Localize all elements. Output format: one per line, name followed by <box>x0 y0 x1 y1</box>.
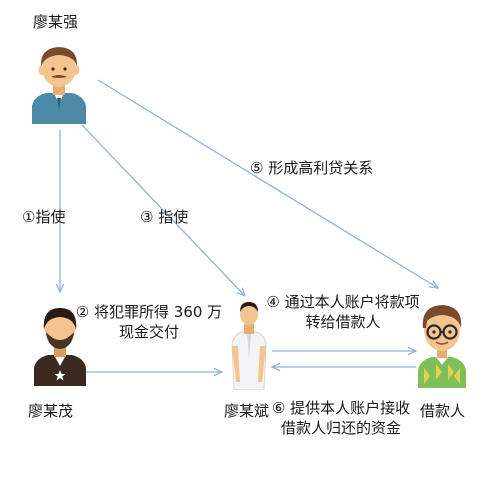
man-with-mustache-icon <box>32 47 86 124</box>
edge-2-label-line1: ② 将犯罪所得 360 万 <box>75 303 223 321</box>
edge-5-label: ⑤ 形成高利贷关系 <box>250 159 374 177</box>
man-with-glasses-icon <box>418 305 466 388</box>
edge-2-label: ② 将犯罪所得 360 万 现金交付 <box>64 302 234 342</box>
edge-5-arrow <box>97 79 438 288</box>
edge-4-label-line2: 转给借款人 <box>305 313 381 331</box>
man-silhouette-icon <box>34 308 86 386</box>
node-name-liao-moubin: 廖某斌 <box>224 402 270 420</box>
edge-4-label-line1: ④ 通过本人账户将款项 <box>266 293 420 311</box>
edge-3-arrow <box>81 124 245 296</box>
edge-6-label-line1: ⑥ 提供本人账户接收 <box>271 399 411 417</box>
node-name-liao-mouqiang: 廖某强 <box>33 13 79 31</box>
node-name-liao-moumao: 廖某茂 <box>28 402 74 420</box>
edge-6-label: ⑥ 提供本人账户接收 借款人归还的资金 <box>266 398 416 438</box>
edge-4-label: ④ 通过本人账户将款项 转给借款人 <box>262 292 424 332</box>
man-in-white-shirt-icon <box>231 302 267 390</box>
edge-1-label: ①指使 <box>22 208 66 226</box>
edge-6-label-line2: 借款人归还的资金 <box>280 419 401 437</box>
node-name-borrower: 借款人 <box>420 402 466 420</box>
edge-2-label-line2: 现金交付 <box>118 323 179 341</box>
edge-3-label: ③ 指使 <box>140 208 189 226</box>
